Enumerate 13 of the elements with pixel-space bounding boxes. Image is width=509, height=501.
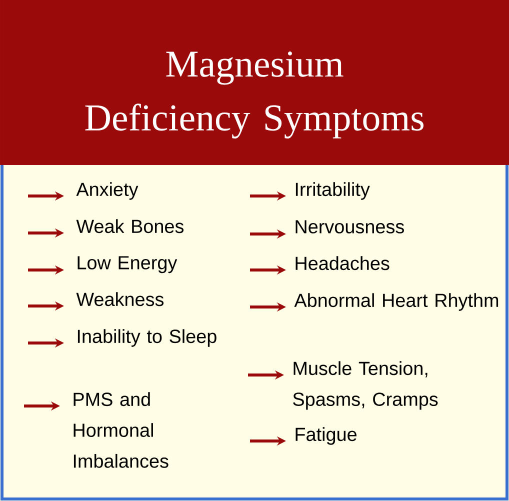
symptom-text: Low Energy xyxy=(78,256,178,274)
symptom-text: PMS and Hormonal Imbalances xyxy=(74,392,168,468)
symptom-text: Weakness xyxy=(76,292,164,306)
symptom-text: Anxiety xyxy=(76,182,138,200)
symptom-text: Abnormal Heart Rhythm xyxy=(294,293,498,311)
symptom-text: Muscle Tension, Spasms, Cramps xyxy=(293,361,438,410)
symptom-text: Nervousness xyxy=(296,220,404,234)
symptom-text: Weak Bones xyxy=(76,219,184,234)
title-banner: Magnesium Deficiency Symptoms xyxy=(0,0,509,165)
symptom-text: Inability to Sleep xyxy=(78,329,216,347)
symptom-text: Fatigue xyxy=(296,427,356,445)
symptom-text: Headaches xyxy=(296,256,390,270)
symptom-text: Irritability xyxy=(296,182,370,200)
